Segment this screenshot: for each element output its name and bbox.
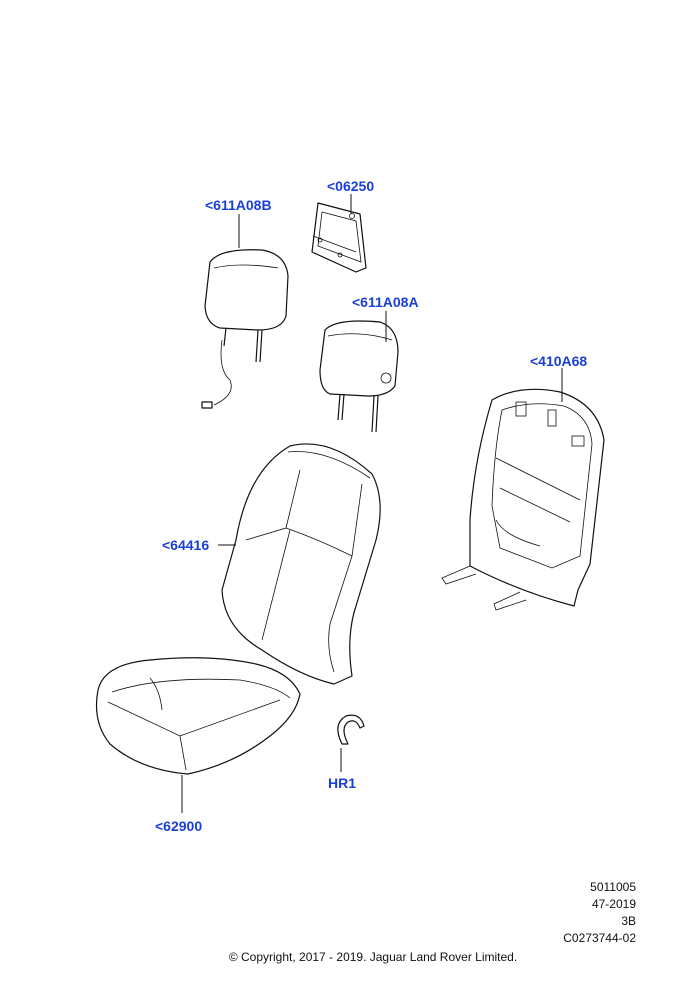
clip-part [337, 714, 365, 745]
headrest-right-part [319, 320, 399, 433]
diagram-meta: 5011005 47-2019 3B C0273744-02 [563, 879, 636, 947]
callout-bracket[interactable]: <06250 [327, 178, 375, 194]
meta-line-3: 3B [621, 914, 636, 928]
meta-line-1: 5011005 [590, 880, 636, 894]
bracket-part [311, 202, 367, 273]
backrest-cover-part [221, 443, 381, 685]
meta-line-2: 47-2019 [591, 897, 636, 911]
backrest-frame-part [441, 388, 605, 611]
callout-cushion[interactable]: <62900 [155, 818, 203, 834]
meta-line-4: C0273744-02 [563, 931, 636, 945]
callout-clip[interactable]: HR1 [328, 775, 357, 791]
headrest-left-part [201, 249, 289, 409]
callout-headrest-left[interactable]: <611A08B [205, 197, 272, 213]
callout-backrest-cover[interactable]: <64416 [162, 537, 210, 553]
callout-headrest-right[interactable]: <611A08A [352, 294, 419, 310]
callout-backrest-frame[interactable]: <410A68 [530, 353, 588, 369]
cushion-part [95, 657, 301, 775]
copyright-notice: © Copyright, 2017 - 2019. Jaguar Land Ro… [228, 950, 518, 964]
